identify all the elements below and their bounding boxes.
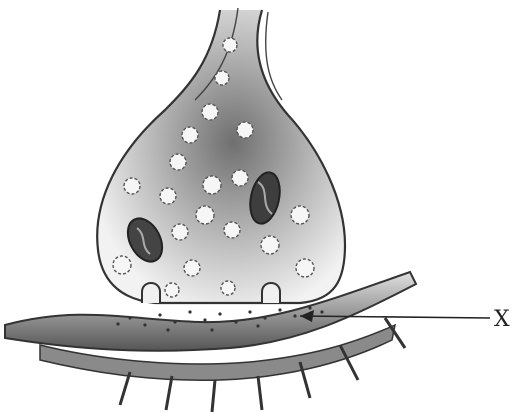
vesicle bbox=[296, 259, 314, 277]
vesicle bbox=[261, 236, 279, 254]
vesicle bbox=[184, 260, 200, 276]
fusing-vesicle bbox=[262, 283, 280, 303]
pointer-label: X bbox=[494, 307, 510, 332]
vesicle bbox=[196, 206, 214, 224]
vesicle bbox=[221, 281, 235, 295]
vesicle bbox=[172, 224, 188, 240]
vesicle bbox=[160, 188, 176, 204]
vesicle bbox=[291, 206, 309, 224]
axon-terminal bbox=[97, 10, 345, 303]
vesicle bbox=[232, 170, 248, 186]
vesicle bbox=[215, 71, 229, 85]
vesicle bbox=[224, 222, 240, 238]
vesicle bbox=[113, 256, 131, 274]
vesicle bbox=[202, 104, 218, 120]
vesicle bbox=[165, 283, 179, 297]
vesicle bbox=[203, 176, 221, 194]
vesicle bbox=[124, 178, 140, 194]
vesicle bbox=[237, 122, 253, 138]
vesicle bbox=[182, 127, 198, 143]
vesicle bbox=[170, 154, 186, 170]
vesicle bbox=[223, 38, 237, 52]
fusing-vesicle bbox=[142, 283, 160, 303]
